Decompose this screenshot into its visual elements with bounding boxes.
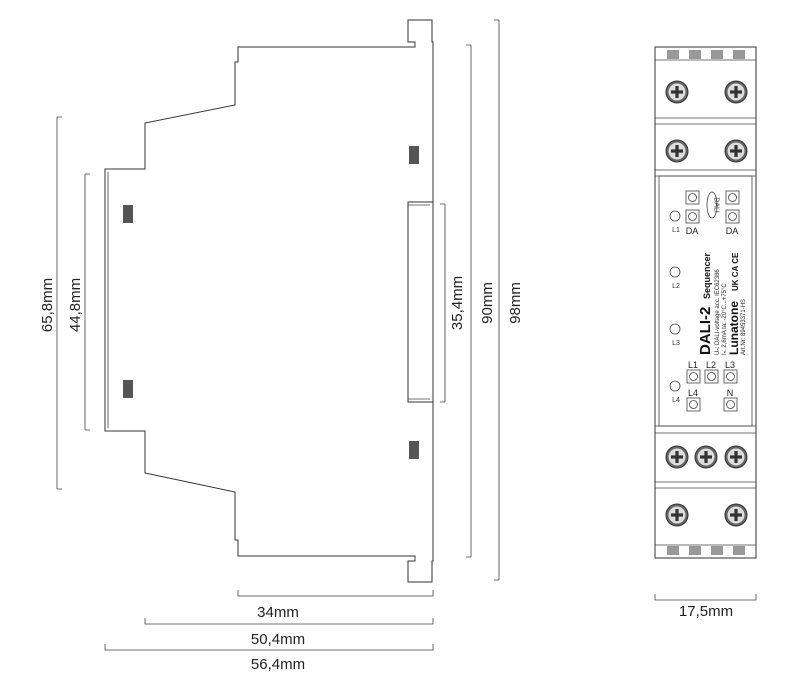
- dim-65-8: [56, 116, 62, 490]
- terminal-label-da-right: DA: [726, 226, 739, 236]
- bottom-notch-1: [667, 546, 679, 555]
- screw-icon: [665, 80, 689, 104]
- product-subname: Sequencer: [702, 252, 712, 299]
- spec-line-1: Uₙ: DALI-voltage acc. IEC62386: [715, 269, 721, 355]
- led-l4-icon: [669, 380, 681, 392]
- article-number: Art.Nr: 89453371-HS: [741, 299, 747, 355]
- side-slot-lower-left: [123, 380, 133, 398]
- dim-17-5: [654, 594, 757, 601]
- terminal-label-l1: L1: [688, 360, 698, 370]
- led-label-l3: L3: [672, 340, 680, 347]
- dali-logo-icon: [706, 191, 718, 219]
- brand-name: Lunatone: [727, 301, 741, 355]
- led-l2-icon: [669, 266, 681, 278]
- terminal-label-l2: L2: [706, 360, 716, 370]
- side-view-housing: [104, 19, 434, 583]
- dim-label-98: 98mm: [507, 282, 524, 324]
- terminal-label-l4: L4: [688, 388, 698, 398]
- led-label-l4: L4: [672, 397, 680, 404]
- product-name: DALI-2: [697, 307, 714, 355]
- dim-label-44-8: 44,8mm: [67, 278, 84, 332]
- terminal-label-da-left: DA: [686, 226, 699, 236]
- screw-icon: [724, 445, 748, 469]
- bottom-notch-2: [689, 546, 701, 555]
- led-label-l2: L2: [672, 283, 680, 290]
- front-view: [654, 46, 757, 559]
- screw-icon: [694, 445, 718, 469]
- screw-icon: [665, 445, 689, 469]
- dim-50-4: [144, 618, 434, 625]
- top-notch-3: [711, 50, 723, 59]
- terminal-label-n: N: [727, 388, 734, 398]
- led-l3-icon: [669, 323, 681, 335]
- screw-terminals: [665, 80, 748, 527]
- bottom-notch-3: [711, 546, 723, 555]
- dim-34: [237, 590, 434, 597]
- screw-icon: [724, 139, 748, 163]
- led-label-l1: L1: [672, 227, 680, 234]
- screw-icon: [665, 139, 689, 163]
- dim-44-8: [84, 173, 90, 431]
- dim-56-4: [104, 644, 434, 651]
- side-slot-lower-right: [409, 441, 419, 459]
- dim-label-50-4: 50,4mm: [251, 631, 305, 648]
- terminal-label-l3: L3: [725, 360, 735, 370]
- dim-label-35-4: 35,4mm: [449, 276, 466, 330]
- top-notch-4: [733, 50, 745, 59]
- dim-label-90: 90mm: [479, 282, 496, 324]
- dim-35-4: [440, 203, 446, 403]
- product-label-text: DALI-2 Sequencer Uₙ: DALI-voltage acc. I…: [697, 252, 747, 355]
- spec-line-2: Iₙ: 2,6mA ta: -20°C...+75°C: [722, 283, 728, 355]
- top-notch-2: [689, 50, 701, 59]
- side-slot-upper-left: [123, 205, 133, 223]
- bottom-notch-4: [733, 546, 745, 555]
- led-l1-icon: [669, 210, 681, 222]
- screw-icon: [665, 503, 689, 527]
- dali-logo-text: DALI: [713, 197, 720, 213]
- dim-label-34: 34mm: [257, 604, 299, 621]
- top-notch-1: [667, 50, 679, 59]
- led-indicators: [669, 210, 681, 392]
- side-slot-upper-right: [409, 146, 419, 164]
- dim-label-56-4: 56,4mm: [251, 656, 305, 673]
- dim-label-17-5: 17,5mm: [679, 603, 733, 620]
- certification-marks: UK CA CE: [731, 252, 740, 291]
- dim-90: [466, 44, 472, 558]
- screw-icon: [724, 80, 748, 104]
- label-plate-terminals: [685, 190, 740, 412]
- dim-label-65-8: 65,8mm: [39, 278, 56, 332]
- screw-icon: [724, 503, 748, 527]
- dim-98: [494, 19, 500, 581]
